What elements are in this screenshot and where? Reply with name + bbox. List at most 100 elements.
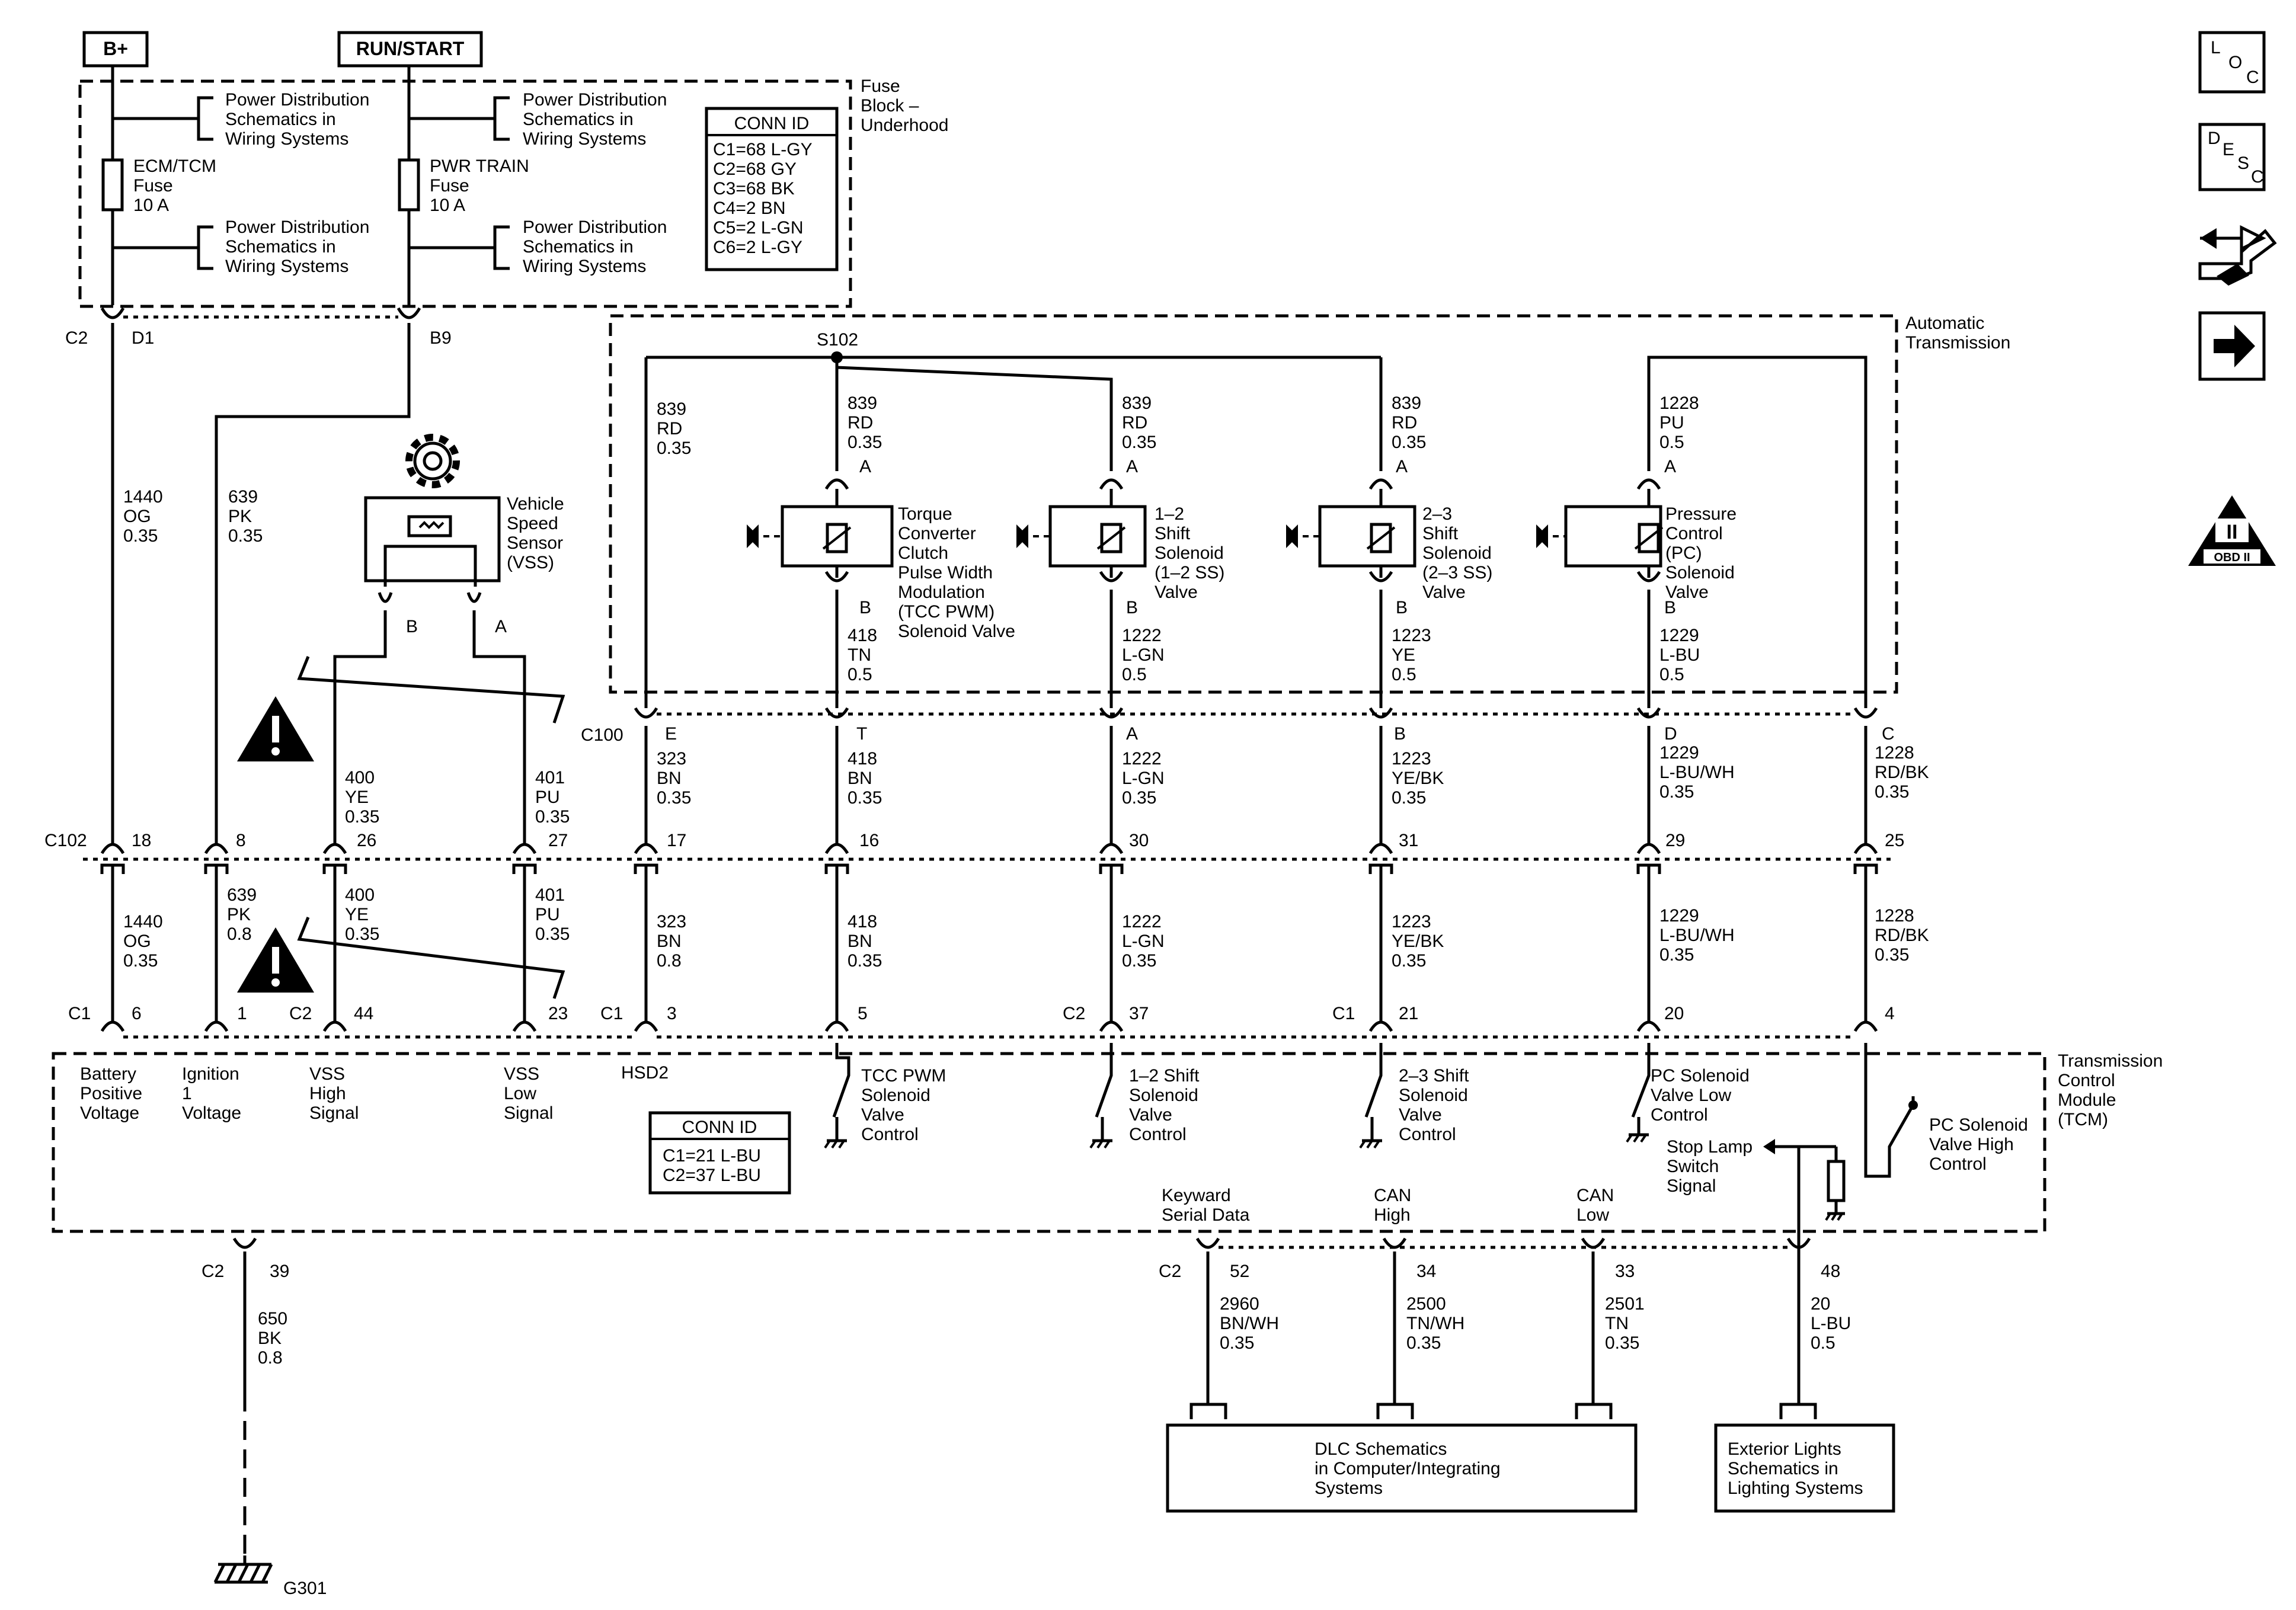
svg-text:OBD II: OBD II [2214,551,2250,564]
pwr-train-fuse [398,158,420,212]
svg-text:C1: C1 [1332,1004,1355,1023]
svg-text:II: II [2227,521,2238,543]
svg-text:1: 1 [237,1004,247,1023]
svg-text:A: A [1126,724,1138,744]
svg-text:23: 23 [548,1004,568,1023]
tcm-conn-id-box [648,1111,791,1195]
svg-text:C: C [2251,167,2264,187]
svg-text:B: B [1126,598,1138,617]
dlc-connector: C2 52 34 33 48 [1159,1237,1840,1281]
pwr-train-fuse-label: PWR TRAIN Fuse 10 A [430,156,534,215]
svg-text:34: 34 [1416,1262,1436,1281]
svg-text:T: T [856,724,867,744]
svg-text:B: B [1664,598,1676,617]
svg-text:C: C [2246,68,2259,87]
svg-text:52: 52 [1230,1262,1249,1281]
arrow-right-icon[interactable] [2198,311,2266,381]
fuse-block-outline [78,79,852,308]
tcm-outline [52,1052,2046,1233]
fuse-conn-id-lines: C1=68 L-GY C2=68 GY C3=68 BK C4=2 BN C5=… [713,140,817,257]
svg-text:A: A [1664,457,1676,476]
svg-text:27: 27 [548,831,568,850]
transmission-outline [609,314,1898,694]
ecm-tcm-fuse [101,158,124,212]
splice-label: S102 [817,330,858,350]
svg-text:16: 16 [859,831,879,850]
run-start-label: RUN/START [356,38,465,59]
svg-text:L: L [2211,38,2221,57]
svg-text:B: B [1394,724,1406,744]
svg-text:C102: C102 [44,831,87,850]
fuse-pin-c2: C2 [65,328,88,348]
fuse-pin-d1: D1 [132,328,154,348]
svg-text:C1: C1 [68,1004,91,1023]
svg-text:A: A [1396,457,1408,476]
svg-text:4: 4 [1885,1004,1895,1023]
tcm-conn-id-title: CONN ID [682,1118,757,1137]
svg-text:A: A [1126,457,1138,476]
desc-icon[interactable]: D E S C [2198,123,2266,191]
twisted-pair-lower [297,917,565,999]
fuse-conn-id-title: CONN ID [734,114,810,133]
svg-text:S: S [2237,153,2249,173]
svg-text:48: 48 [1821,1262,1840,1281]
loc-icon[interactable]: L O C [2198,31,2266,94]
svg-text:21: 21 [1399,1004,1418,1023]
svg-text:30: 30 [1129,831,1149,850]
svg-text:37: 37 [1129,1004,1149,1023]
svg-text:26: 26 [357,831,376,850]
connector-end-view-icon[interactable] [2198,225,2277,286]
fuse-pin-b9: B9 [430,328,452,348]
svg-text:E: E [665,724,677,744]
ground-c2: C2 [202,1262,224,1281]
obd-ii-icon[interactable]: II OBD II [2188,495,2276,566]
vss-element [407,515,452,537]
fuse-block-label: Fuse Block – Underhood [861,76,948,135]
